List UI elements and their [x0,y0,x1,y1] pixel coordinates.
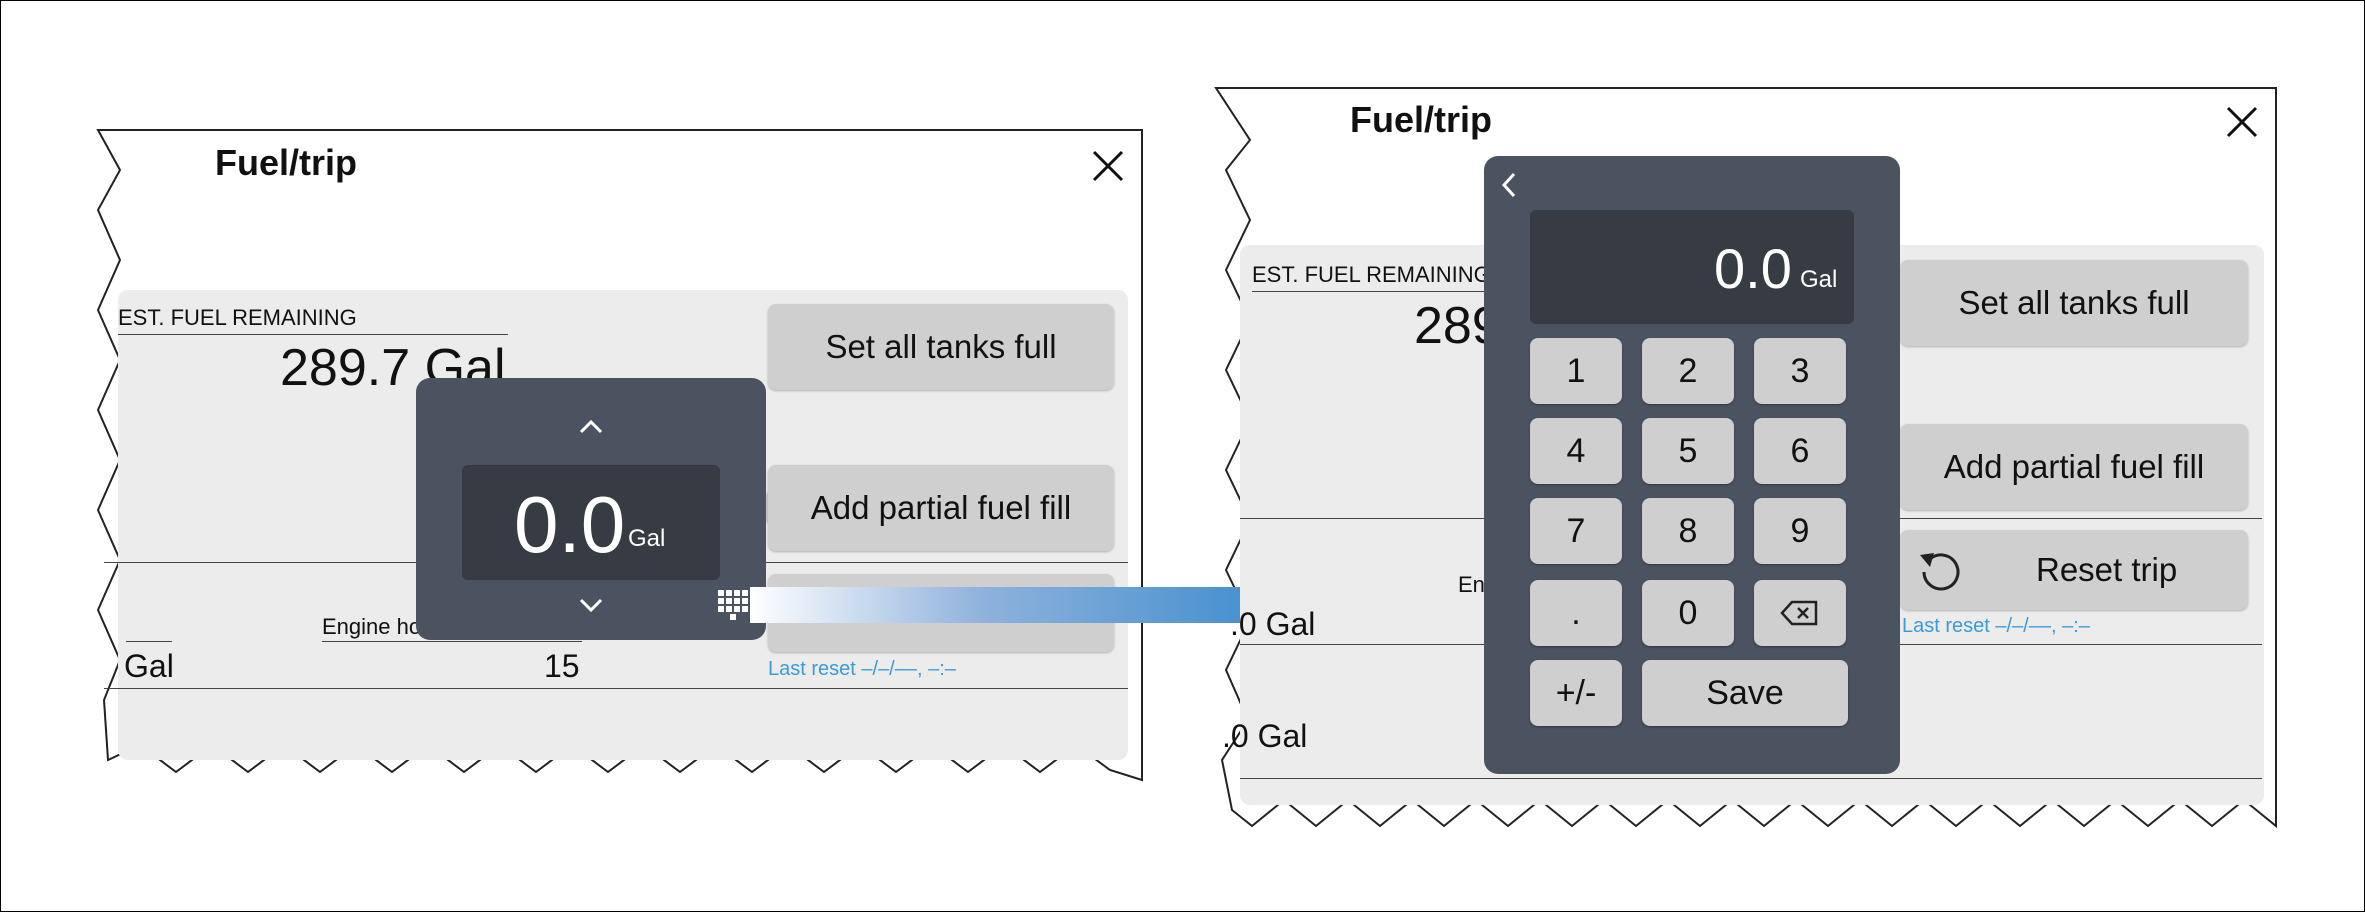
left-popup-unit: Gal [628,525,666,552]
key-plus-minus[interactable]: +/- [1530,660,1622,726]
key-4[interactable]: 4 [1530,418,1622,484]
keypad-back-icon[interactable] [1494,168,1524,202]
key-9[interactable]: 9 [1754,498,1846,564]
right-row2-value: .0 Gal [1222,718,1308,754]
key-6[interactable]: 6 [1754,418,1846,484]
left-popup-value-display: 0.0 Gal [462,465,720,580]
left-est-fuel-label: EST. FUEL REMAINING [118,305,357,330]
left-popup-value: 0.0 [514,480,626,569]
left-gal-label: Gal [124,648,174,684]
left-engine-hours-label: Engine ho [322,614,422,639]
keypad-display-value: 0.0 [1714,237,1792,300]
key-0[interactable]: 0 [1642,580,1734,646]
left-popup-keypad-icon[interactable] [716,588,750,622]
right-row1-value: .0 Gal [1230,606,1316,642]
left-page-title: Fuel/trip [215,142,357,183]
left-add-partial-fuel-fill-button[interactable]: Add partial fuel fill [768,465,1114,551]
left-divider-2 [104,688,1128,689]
left-close-icon[interactable] [1088,146,1128,186]
right-est-fuel-underline [1252,291,1488,292]
right-add-partial-fuel-fill-button[interactable]: Add partial fuel fill [1900,424,2248,510]
left-est-fuel-underline [118,334,508,335]
right-set-all-tanks-full-button[interactable]: Set all tanks full [1900,260,2248,346]
right-est-fuel-label: EST. FUEL REMAINING [1252,262,1488,287]
key-decimal[interactable]: . [1530,580,1622,646]
left-engine-hours-underline [322,641,582,642]
keypad-value-display: 0.0 Gal [1530,210,1854,324]
left-engine-hours-value: 15 [544,648,580,684]
left-popup-chevron-up-icon[interactable] [572,412,610,440]
left-set-all-tanks-full-button[interactable]: Set all tanks full [768,304,1114,390]
keypad-save-button[interactable]: Save [1642,660,1848,726]
right-reset-trip-label: Reset trip [2036,551,2178,588]
right-page-title: Fuel/trip [1350,99,1492,140]
right-engine-label-partial: En [1458,572,1485,597]
right-close-icon[interactable] [2222,102,2262,142]
key-3[interactable]: 3 [1754,338,1846,404]
keypad-display-unit: Gal [1800,266,1838,293]
right-last-reset-text: Last reset –/–/––, –:– [1902,615,2090,637]
key-backspace[interactable] [1754,580,1846,646]
left-last-reset-text: Last reset –/–/––, –:– [768,658,956,680]
right-est-fuel-value: 289 [1414,297,1492,355]
key-5[interactable]: 5 [1642,418,1734,484]
reset-icon [1916,545,1966,595]
key-7[interactable]: 7 [1530,498,1622,564]
backspace-icon [1780,598,1820,628]
key-8[interactable]: 8 [1642,498,1734,564]
right-divider-3 [1240,778,2262,779]
left-gal-underline [126,641,172,642]
key-2[interactable]: 2 [1642,338,1734,404]
left-popup-chevron-down-icon[interactable] [572,592,610,620]
right-reset-trip-button[interactable]: Reset trip [1900,530,2248,610]
key-1[interactable]: 1 [1530,338,1622,404]
